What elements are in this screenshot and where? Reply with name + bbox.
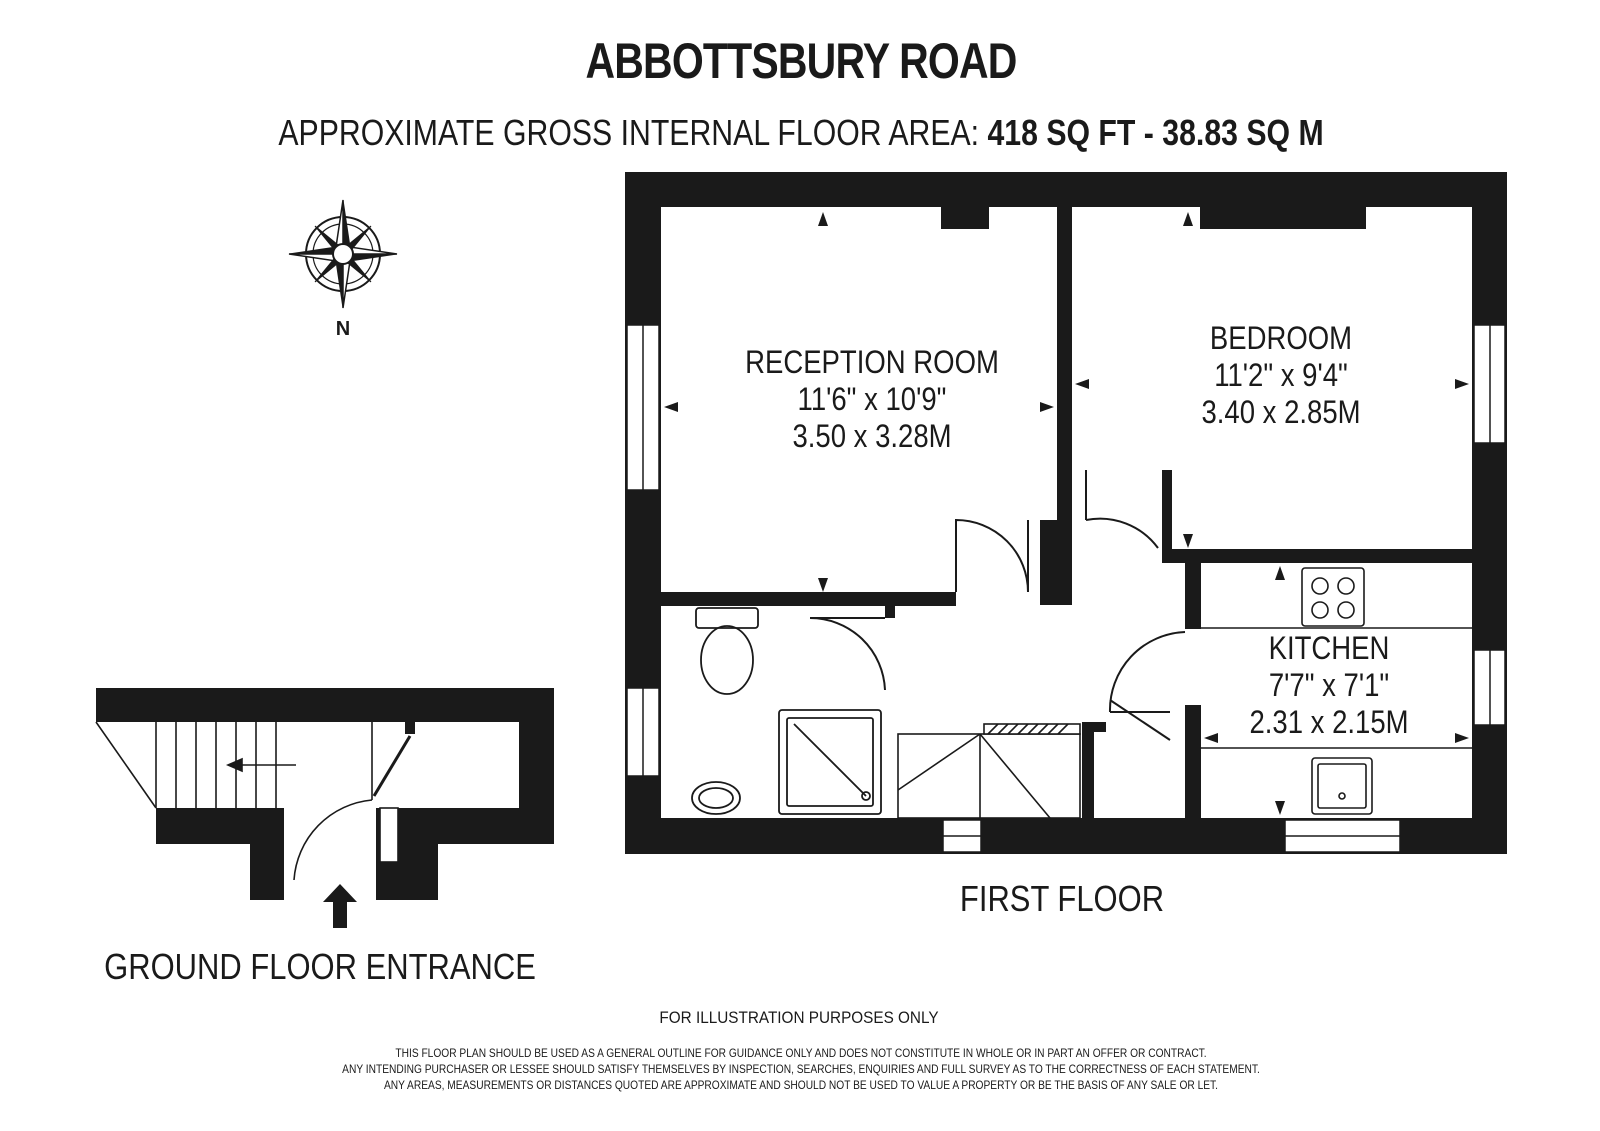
room-reception: RECEPTION ROOM 11'6" x 10'9" 3.50 x 3.28… (745, 344, 999, 455)
disclaimer-line-1: THIS FLOOR PLAN SHOULD BE USED AS A GENE… (395, 1046, 1207, 1060)
room-imperial: 11'6" x 10'9" (797, 381, 947, 417)
entrance-arrow-icon (323, 884, 357, 928)
first-floor-doors (809, 470, 1186, 741)
room-imperial: 11'2" x 9'4" (1214, 357, 1348, 393)
ground-floor-label: GROUND FLOOR ENTRANCE (104, 946, 536, 987)
disclaimer-line-3: ANY AREAS, MEASUREMENTS OR DISTANCES QUO… (384, 1078, 1218, 1092)
measurement-arrows (664, 212, 1469, 815)
room-bedroom: BEDROOM 11'2" x 9'4" 3.40 x 2.85M (1201, 320, 1360, 431)
illustration-note: FOR ILLUSTRATION PURPOSES ONLY (659, 1008, 939, 1027)
room-metric: 3.50 x 3.28M (792, 418, 952, 454)
room-kitchen: KITCHEN 7'7" x 7'1" 2.31 x 2.15M (1249, 630, 1408, 741)
compass-rose-icon (288, 199, 398, 309)
first-floor-label: FIRST FLOOR (959, 878, 1165, 919)
area-sqft: 418 SQ FT (987, 112, 1136, 153)
area-separator: - (1143, 112, 1154, 153)
room-name: BEDROOM (1209, 320, 1353, 356)
ground-floor-stairs (95, 720, 412, 881)
first-floor-stairs (897, 723, 1081, 819)
room-name: KITCHEN (1268, 630, 1390, 666)
room-metric: 3.40 x 2.85M (1201, 394, 1361, 430)
first-floor-plan (625, 172, 1507, 854)
floor-area-line: APPROXIMATE GROSS INTERNAL FLOOR AREA: 4… (278, 112, 1323, 154)
area-sqm: 38.83 SQ M (1162, 112, 1324, 153)
area-prefix: APPROXIMATE GROSS INTERNAL FLOOR AREA: (278, 112, 980, 153)
bathroom-fixtures (691, 607, 882, 815)
disclaimer-line-2: ANY INTENDING PURCHASER OR LESSEE SHOULD… (342, 1062, 1260, 1076)
room-imperial: 7'7" x 7'1" (1268, 667, 1390, 703)
page-title: ABBOTTSBURY ROAD (585, 33, 1017, 89)
room-name: RECEPTION ROOM (745, 344, 999, 380)
first-floor-windows (626, 324, 1506, 853)
north-label: N (335, 318, 351, 340)
ground-floor-plan (96, 688, 554, 900)
kitchen-fixtures (1201, 567, 1472, 815)
room-metric: 2.31 x 2.15M (1249, 704, 1409, 740)
